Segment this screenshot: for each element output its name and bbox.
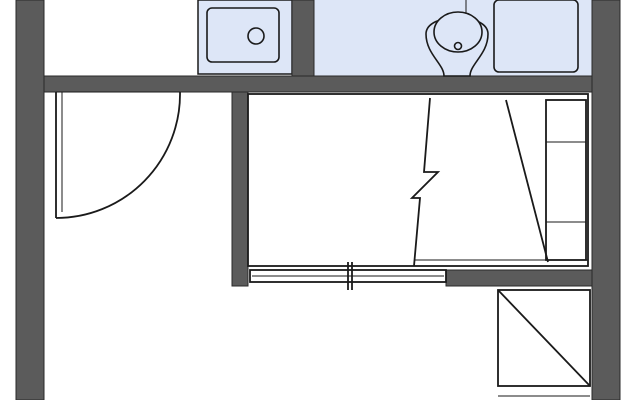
- door-swing-arc: [55, 91, 181, 219]
- closet-outline: [247, 93, 589, 267]
- wall-storage-top: [445, 269, 593, 287]
- walls: [15, 0, 621, 400]
- wall-upper-horizontal: [43, 75, 593, 93]
- closet-curtain-pull: [505, 99, 549, 263]
- toilet-flush-button: [453, 41, 463, 51]
- sink: [206, 7, 280, 63]
- wall-right-outer: [591, 0, 621, 400]
- storage-diagonal: [497, 289, 591, 387]
- wall-kitchen-bath: [291, 0, 315, 77]
- sink-drain: [247, 27, 265, 45]
- toilet: [425, 0, 489, 77]
- wall-closet-left: [231, 91, 249, 287]
- entrance-door: [55, 91, 181, 219]
- wall-left-outer: [15, 0, 45, 400]
- bathtub: [493, 0, 579, 73]
- storage: [497, 289, 591, 397]
- sliding-door: [249, 262, 447, 290]
- closet: [247, 93, 589, 267]
- closet-curtain: [409, 97, 441, 267]
- sink-basin: [206, 7, 280, 63]
- toilet-seat: [433, 11, 483, 53]
